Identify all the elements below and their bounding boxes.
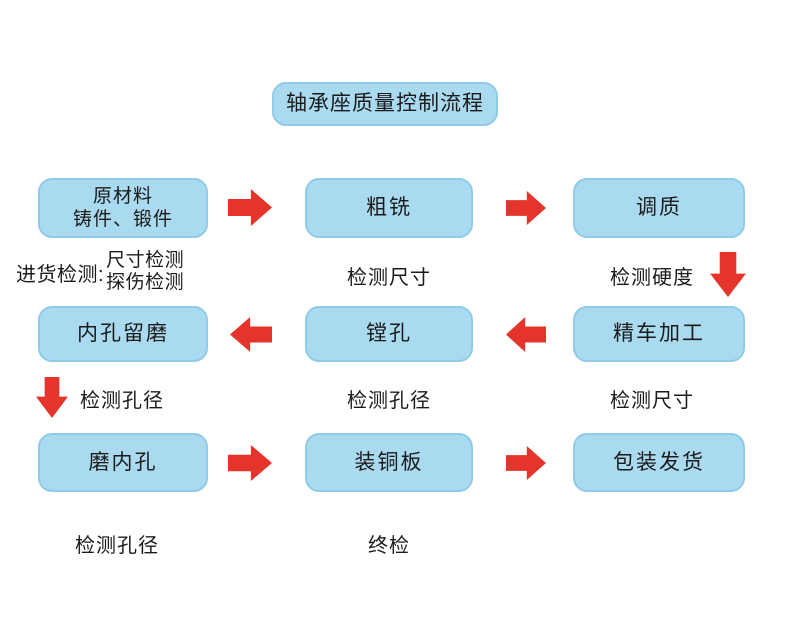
label-check-size-row1: 检测尺寸 (347, 267, 431, 289)
packing-shipping-label: 包装发货 (613, 450, 705, 474)
arrow-down-icon (36, 377, 68, 418)
arrow-left-icon (230, 317, 272, 352)
arrow-right-icon (506, 446, 546, 480)
label-check-size-row2-right: 检测尺寸 (610, 390, 694, 412)
bore-grinding-allowance-label: 内孔留磨 (77, 322, 169, 345)
boring-label: 镗孔 (366, 322, 412, 345)
process-box-copper-plate: 装铜板 (305, 433, 473, 492)
process-box-tempering: 调质 (573, 178, 745, 238)
incoming-inspection-line2: 探伤检测 (106, 272, 185, 293)
arrow-down-icon (710, 252, 746, 297)
process-box-grind-bore: 磨内孔 (38, 433, 208, 492)
arrow-right-icon (228, 445, 272, 481)
process-box-bore-grinding-allowance: 内孔留磨 (38, 306, 208, 362)
arrow-left-icon (506, 317, 546, 352)
label-check-bore-row2-left: 检测孔径 (80, 390, 164, 412)
title-box: 轴承座质量控制流程 (272, 82, 498, 126)
label-final-inspection: 终检 (368, 535, 410, 557)
incoming-inspection-line1: 尺寸检测 (106, 250, 185, 271)
label-check-hardness: 检测硬度 (610, 267, 694, 289)
grind-bore-label: 磨内孔 (88, 450, 158, 474)
label-check-bore-row2-mid: 检测孔径 (347, 390, 431, 412)
rough-milling-label: 粗铣 (366, 196, 412, 219)
label-check-bore-row3: 检测孔径 (75, 535, 159, 557)
page-title: 轴承座质量控制流程 (286, 92, 484, 115)
raw-material-line1: 原材料 (92, 186, 153, 207)
process-box-rough-milling: 粗铣 (305, 178, 473, 238)
fine-turning-label: 精车加工 (613, 322, 705, 345)
label-incoming-inspection: 进货检测: 尺寸检测 探伤检测 (16, 250, 184, 294)
arrow-right-icon (228, 189, 272, 226)
arrow-right-icon (506, 191, 546, 225)
raw-material-line2: 铸件、锻件 (72, 209, 173, 230)
incoming-inspection-prefix: 进货检测: (16, 263, 105, 286)
process-box-boring: 镗孔 (305, 306, 473, 362)
process-box-fine-turning: 精车加工 (573, 306, 745, 362)
process-box-raw-material: 原材料 铸件、锻件 (38, 178, 208, 238)
tempering-label: 调质 (636, 196, 682, 219)
process-box-packing-shipping: 包装发货 (573, 433, 745, 492)
copper-plate-label: 装铜板 (354, 450, 424, 474)
